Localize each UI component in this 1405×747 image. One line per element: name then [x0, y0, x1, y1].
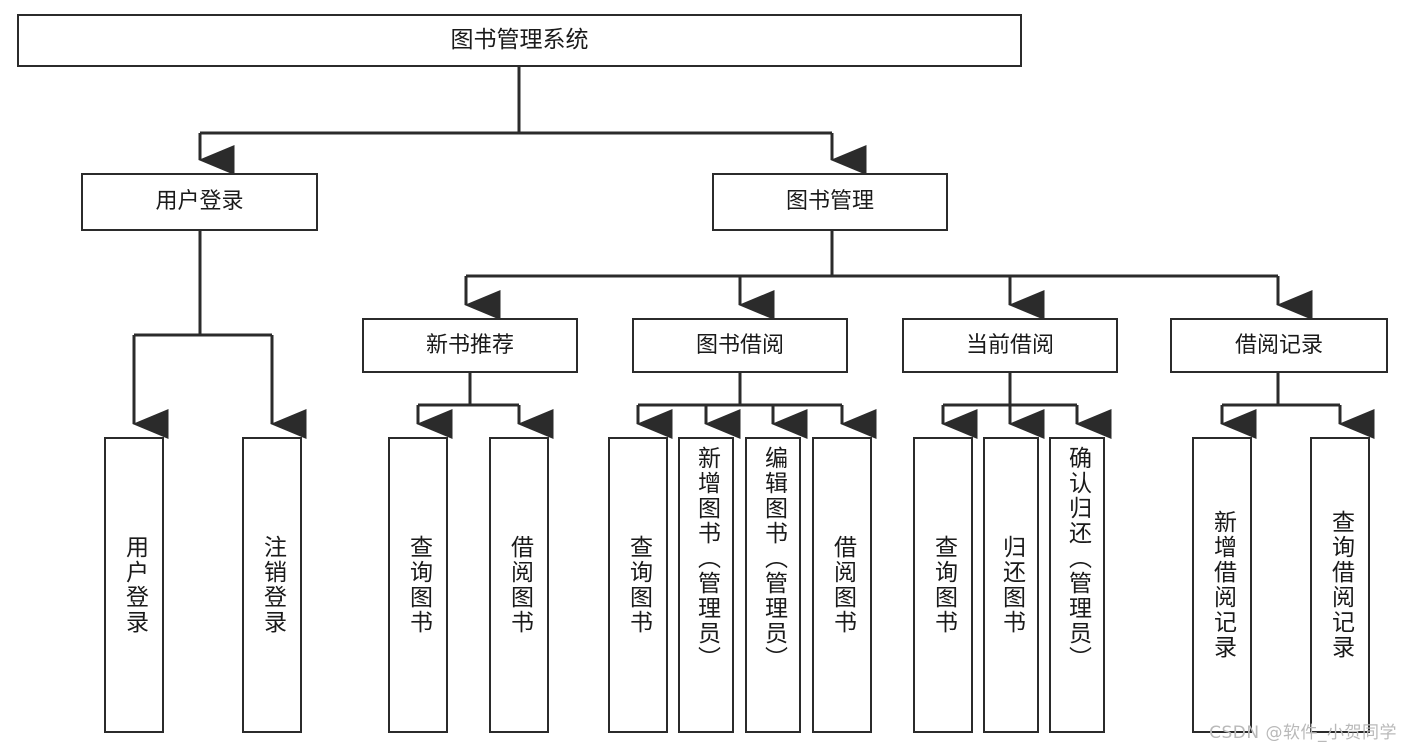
node-label: 查询图书 [930, 535, 957, 635]
leaf-return-books[interactable]: 归还图书 [983, 437, 1039, 733]
node-label: 查询图书 [405, 535, 432, 635]
node-label: 查询图书 [625, 535, 652, 635]
leaf-borrow-books[interactable]: 借阅图书 [812, 437, 872, 733]
leaf-user-login[interactable]: 用户登录 [104, 437, 164, 733]
node-label: 图书管理系统 [450, 26, 589, 53]
node-new-book-recommendation[interactable]: 新书推荐 [362, 318, 578, 373]
node-label: 图书借阅 [695, 332, 784, 358]
leaf-query-books-new[interactable]: 查询图书 [388, 437, 448, 733]
node-label: 新增图书（管理员） [693, 446, 720, 671]
leaf-add-book-admin[interactable]: 新增图书（管理员） [678, 437, 734, 733]
node-label: 用户登录 [121, 535, 148, 635]
node-book-borrowing[interactable]: 图书借阅 [632, 318, 848, 373]
node-book-management[interactable]: 图书管理 [712, 173, 948, 231]
node-label: 归还图书 [998, 535, 1025, 635]
node-label: 用户登录 [155, 189, 244, 215]
leaf-confirm-return-admin[interactable]: 确认归还（管理员） [1049, 437, 1105, 733]
node-user-login[interactable]: 用户登录 [81, 173, 318, 231]
node-label: 借阅记录 [1234, 332, 1323, 358]
leaf-query-borrow-record[interactable]: 查询借阅记录 [1310, 437, 1370, 733]
node-label: 查询借阅记录 [1327, 510, 1354, 660]
node-label: 新增借阅记录 [1209, 510, 1236, 660]
leaf-logout[interactable]: 注销登录 [242, 437, 302, 733]
node-label: 编辑图书（管理员） [760, 446, 787, 671]
node-label: 图书管理 [785, 189, 874, 215]
node-label: 注销登录 [259, 535, 286, 635]
leaf-add-borrow-record[interactable]: 新增借阅记录 [1192, 437, 1252, 733]
leaf-query-books-borrow[interactable]: 查询图书 [608, 437, 668, 733]
node-label: 当前借阅 [965, 332, 1054, 358]
leaf-edit-book-admin[interactable]: 编辑图书（管理员） [745, 437, 801, 733]
node-label: 借阅图书 [829, 535, 856, 635]
node-label: 借阅图书 [506, 535, 533, 635]
node-root-book-management-system[interactable]: 图书管理系统 [17, 14, 1022, 67]
node-current-borrowing[interactable]: 当前借阅 [902, 318, 1118, 373]
node-label: 确认归还（管理员） [1064, 446, 1091, 671]
node-borrowing-records[interactable]: 借阅记录 [1170, 318, 1388, 373]
leaf-query-books-current[interactable]: 查询图书 [913, 437, 973, 733]
node-label: 新书推荐 [425, 332, 514, 358]
leaf-borrow-books-new[interactable]: 借阅图书 [489, 437, 549, 733]
